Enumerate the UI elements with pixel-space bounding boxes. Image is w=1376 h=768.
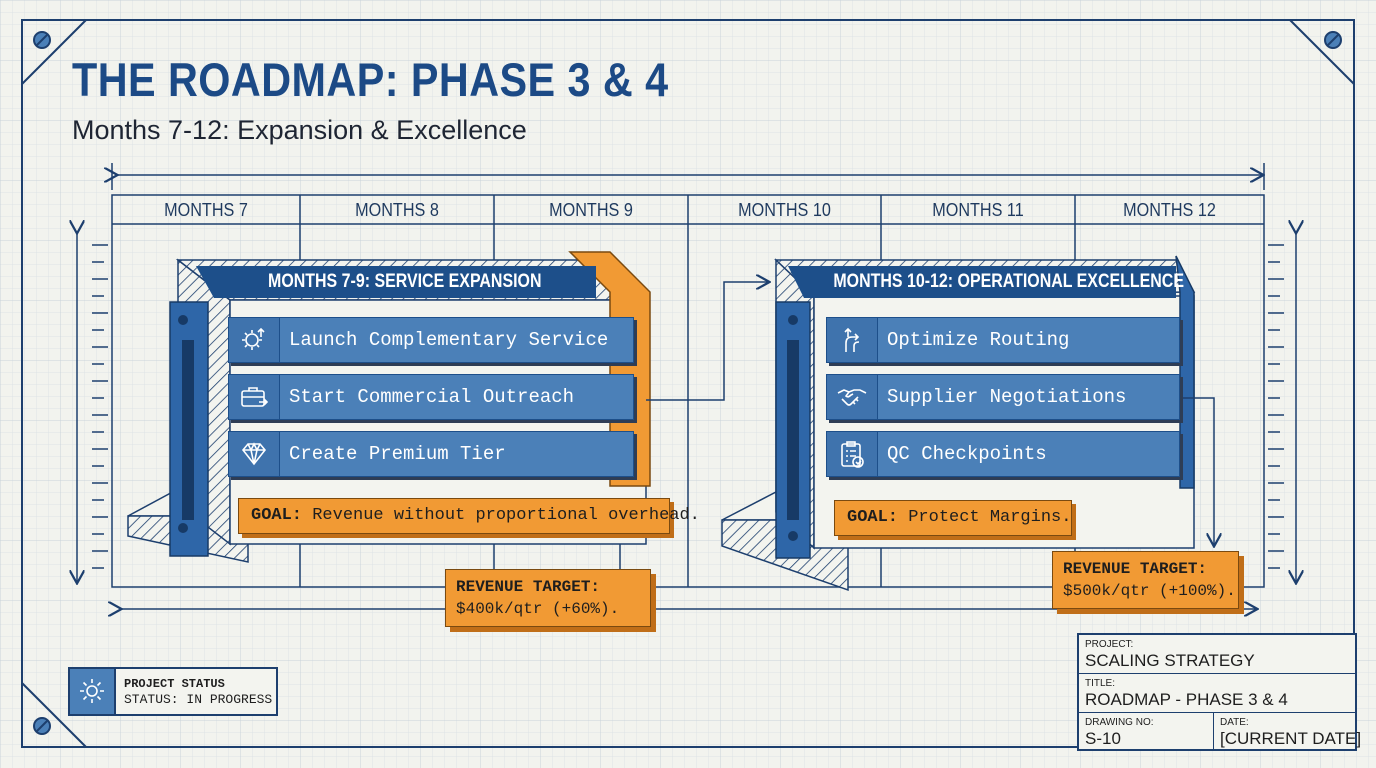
- phase-connector-arrow: [646, 282, 768, 401]
- status-heading: PROJECT STATUS: [124, 677, 225, 691]
- drawing-border: [21, 19, 1355, 748]
- gear-icon: [70, 669, 116, 714]
- handshake-icon: [827, 375, 878, 419]
- phase-2-header: MONTHS 10-12: OPERATIONAL EXCELLENCE: [833, 271, 1184, 292]
- phase-2-panel: [721, 255, 1196, 592]
- task-label: Optimize Routing: [887, 329, 1070, 351]
- task-label: QC Checkpoints: [887, 443, 1047, 465]
- route-arrows-icon: [827, 318, 878, 362]
- right-ruler: [1268, 232, 1296, 582]
- phase-1-revenue-target: REVENUE TARGET: $400k/qtr (+60%).: [445, 569, 651, 627]
- project-status-box: PROJECT STATUS STATUS: IN PROGRESS: [68, 667, 278, 716]
- task-label: Start Commercial Outreach: [289, 386, 575, 408]
- month-header-11: MONTHS 11: [932, 200, 1024, 220]
- task-label: Supplier Negotiations: [887, 386, 1127, 408]
- task-launch-complementary-service: Launch Complementary Service: [228, 317, 634, 363]
- gear-arrow-icon: [229, 318, 280, 362]
- clipboard-check-icon: [827, 432, 878, 476]
- month-header-7: MONTHS 7: [164, 200, 248, 220]
- month-header-12: MONTHS 12: [1123, 200, 1216, 220]
- corner-screws: [33, 31, 1342, 735]
- month-header-8: MONTHS 8: [355, 200, 439, 220]
- task-optimize-routing: Optimize Routing: [826, 317, 1180, 363]
- phase-2-revenue-target: REVENUE TARGET: $500k/qtr (+100%).: [1052, 551, 1239, 609]
- page-title: THE ROADMAP: PHASE 3 & 4: [72, 53, 669, 106]
- status-value: STATUS: IN PROGRESS: [124, 692, 273, 707]
- diamond-icon: [229, 432, 280, 476]
- title-block-drawing-no: DRAWING NO: S-10: [1079, 713, 1214, 749]
- page-subtitle: Months 7-12: Expansion & Excellence: [72, 115, 527, 145]
- briefcase-icon: [229, 375, 280, 419]
- task-qc-checkpoints: QC Checkpoints: [826, 431, 1180, 477]
- title-block: PROJECT: SCALING STRATEGY TITLE: ROADMAP…: [1077, 633, 1362, 751]
- phase-1-header: MONTHS 7-9: SERVICE EXPANSION: [268, 271, 542, 292]
- month-header-10: MONTHS 10: [738, 200, 831, 220]
- phase-1-goal: GOAL: Revenue without proportional overh…: [238, 498, 700, 534]
- title-block-date: DATE: [CURRENT DATE]: [1220, 717, 1362, 748]
- task-label: Launch Complementary Service: [289, 329, 609, 351]
- left-ruler: [77, 232, 108, 582]
- task-supplier-negotiations: Supplier Negotiations: [826, 374, 1180, 420]
- phase-2-goal: GOAL: Protect Margins.: [834, 500, 1072, 536]
- title-block-title: TITLE: ROADMAP - PHASE 3 & 4: [1079, 674, 1355, 713]
- month-header-9: MONTHS 9: [549, 200, 633, 220]
- task-create-premium-tier: Create Premium Tier: [228, 431, 634, 477]
- task-start-commercial-outreach: Start Commercial Outreach: [228, 374, 634, 420]
- revenue-connector-2: [1180, 397, 1214, 545]
- title-block-project: PROJECT: SCALING STRATEGY: [1079, 635, 1355, 674]
- task-label: Create Premium Tier: [289, 443, 506, 465]
